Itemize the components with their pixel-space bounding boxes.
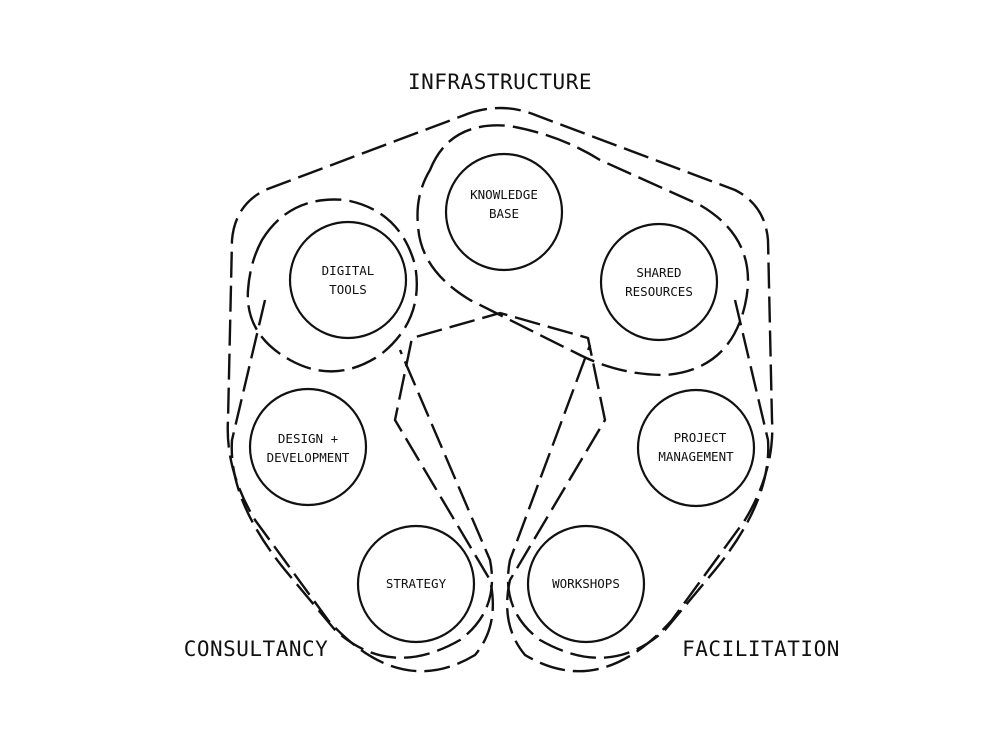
node-shared-resources: SHARED RESOURCES [599, 222, 719, 342]
node-project-management: PROJECT MANAGEMENT [636, 388, 756, 508]
node-design-development-circle [248, 387, 368, 507]
node-strategy-label: STRATEGY [386, 576, 447, 591]
node-project-management-line1: PROJECT [674, 430, 727, 445]
node-shared-resources-line1: SHARED [636, 265, 681, 280]
node-digital-tools: DIGITAL TOOLS [288, 220, 408, 340]
node-shared-resources-circle [599, 222, 719, 342]
infrastructure-loop [416, 124, 750, 377]
node-project-management-line2: MANAGEMENT [658, 449, 734, 464]
node-project-management-circle [636, 388, 756, 508]
group-label-consultancy: CONSULTANCY [184, 637, 329, 661]
node-design-development-line1: DESIGN + [278, 431, 338, 446]
outer-boundary [226, 106, 774, 673]
node-knowledge-base-line1: KNOWLEDGE [470, 187, 538, 202]
group-label-infrastructure: INFRASTRUCTURE [408, 70, 592, 94]
node-shared-resources-line2: RESOURCES [625, 284, 693, 299]
node-knowledge-base: KNOWLEDGE BASE [444, 152, 564, 272]
digital-tools-loop [246, 198, 419, 373]
node-digital-tools-line1: DIGITAL [322, 263, 375, 278]
consultancy-inner [230, 299, 494, 659]
group-label-facilitation: FACILITATION [682, 637, 840, 661]
node-knowledge-base-circle [444, 152, 564, 272]
node-workshops: WORKSHOPS [526, 524, 646, 644]
facilitation-inner [506, 299, 770, 659]
node-strategy: STRATEGY [356, 524, 476, 644]
node-design-development: DESIGN + DEVELOPMENT [248, 387, 368, 507]
node-digital-tools-line2: TOOLS [329, 282, 367, 297]
node-strategy-circle [356, 524, 476, 644]
node-knowledge-base-line2: BASE [489, 206, 519, 221]
node-workshops-label: WORKSHOPS [552, 576, 620, 591]
node-design-development-line2: DEVELOPMENT [267, 450, 350, 465]
node-workshops-circle [526, 524, 646, 644]
node-digital-tools-circle [288, 220, 408, 340]
